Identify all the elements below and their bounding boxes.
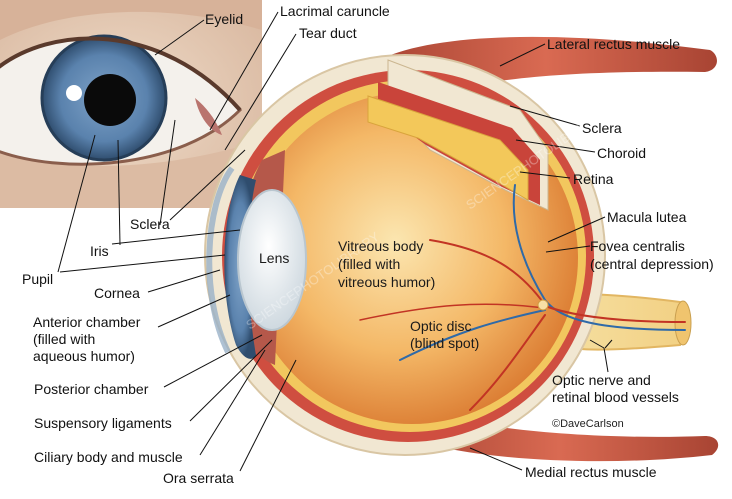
optic-disc-shape <box>537 299 549 311</box>
label-optic-disc: Optic disc <box>410 318 472 334</box>
label-anterior-chamber-line3: aqueous humor) <box>33 348 135 364</box>
label-anterior-chamber-line2: (filled with <box>33 331 96 347</box>
label-lacrimal-caruncle: Lacrimal caruncle <box>280 3 390 19</box>
label-macula-lutea: Macula lutea <box>607 209 687 225</box>
label-fovea-centralis: Fovea centralis <box>590 238 685 254</box>
label-sclera-right: Sclera <box>582 120 622 136</box>
label-posterior-chamber: Posterior chamber <box>34 381 149 397</box>
label-retina: Retina <box>573 171 614 187</box>
optic-nerve-end <box>674 300 692 346</box>
label-eyelid: Eyelid <box>205 11 244 27</box>
label-sclera-left: Sclera <box>130 216 170 232</box>
label-medial-rectus-muscle: Medial rectus muscle <box>525 464 657 480</box>
label-central-depression: (central depression) <box>590 256 714 272</box>
label-ora-serrata: Ora serrata <box>163 470 234 486</box>
cutaway-retina <box>367 95 529 201</box>
label-lens: Lens <box>259 250 290 266</box>
label-choroid: Choroid <box>597 145 647 161</box>
label-pupil: Pupil <box>22 271 54 287</box>
label-tear-duct: Tear duct <box>299 25 357 41</box>
label-optic-nerve-line2: retinal blood vessels <box>552 389 679 405</box>
label-suspensory-ligaments: Suspensory ligaments <box>34 415 172 431</box>
label-optic-nerve: Optic nerve and <box>552 372 651 388</box>
credit-text: ©DaveCarlson <box>552 418 624 430</box>
leader-lines <box>57 11 613 472</box>
label-vitreous-body: Vitreous body <box>338 238 424 254</box>
label-ciliary-body: Ciliary body and muscle <box>34 449 183 465</box>
label-anterior-chamber: Anterior chamber <box>33 314 141 330</box>
label-cornea: Cornea <box>94 285 140 301</box>
label-lateral-rectus-muscle: Lateral rectus muscle <box>547 36 681 52</box>
retinal-blood-vessels <box>359 184 686 411</box>
eye-photo-illustration <box>0 0 262 208</box>
cornea-shape <box>206 166 235 354</box>
label-optic-disc-line2: (blind spot) <box>410 335 480 351</box>
lens-shape <box>237 189 307 331</box>
label-iris: Iris <box>90 243 109 259</box>
label-vitreous-body-line3: vitreous humor) <box>338 274 436 290</box>
label-vitreous-body-line2: (filled with <box>338 256 401 272</box>
